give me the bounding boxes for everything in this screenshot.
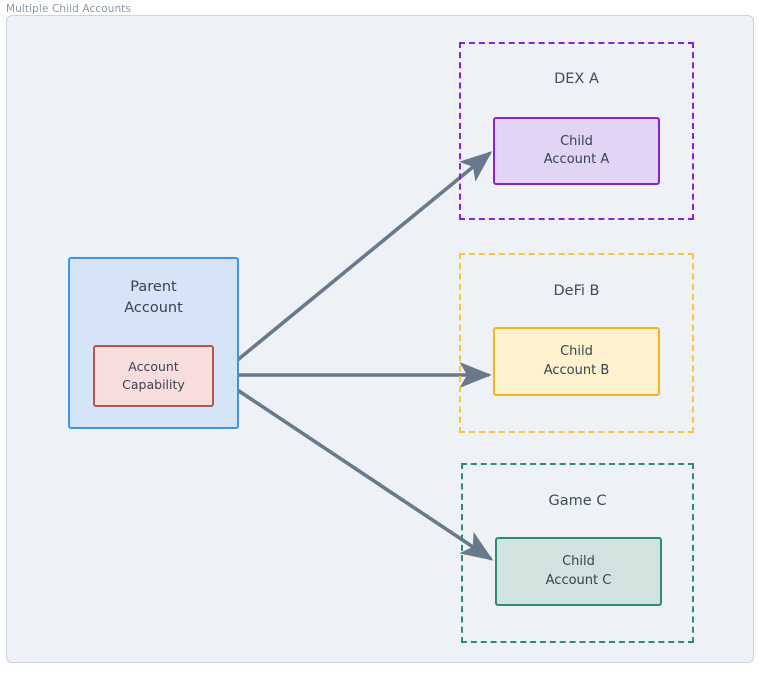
child-account-a-label-line1: Child xyxy=(560,133,593,149)
child-account-b-label-line2: Account B xyxy=(543,362,610,378)
group-dex-a-label: DEX A xyxy=(554,71,599,87)
child-account-a-label-line2: Account A xyxy=(543,152,610,167)
parent-account-label-line1: Parent xyxy=(130,279,177,295)
child-account-c-node[interactable]: Child Account C xyxy=(495,537,662,606)
parent-account-label-line2: Account xyxy=(124,299,183,316)
account-capability-label-line2: Capability xyxy=(122,377,185,392)
account-capability-label-line1: Account xyxy=(128,359,179,375)
child-account-a-node[interactable]: Child Account A xyxy=(493,117,660,185)
child-account-b-node[interactable]: Child Account B xyxy=(493,327,660,396)
child-account-c-label-line1: Child xyxy=(562,554,595,570)
group-game-c-label: Game C xyxy=(548,493,607,509)
account-capability-node[interactable]: Account Capability xyxy=(93,345,214,407)
child-account-c-label-line2: Account C xyxy=(545,572,612,588)
group-dex-a[interactable]: DEX A xyxy=(459,42,694,220)
group-defi-b[interactable]: DeFi B xyxy=(459,253,694,433)
child-account-b-label-line1: Child xyxy=(560,344,593,360)
canvas-title: Multiple Child Accounts xyxy=(6,3,132,15)
group-defi-b-label: DeFi B xyxy=(553,283,600,299)
group-game-c[interactable]: Game C xyxy=(461,463,694,643)
